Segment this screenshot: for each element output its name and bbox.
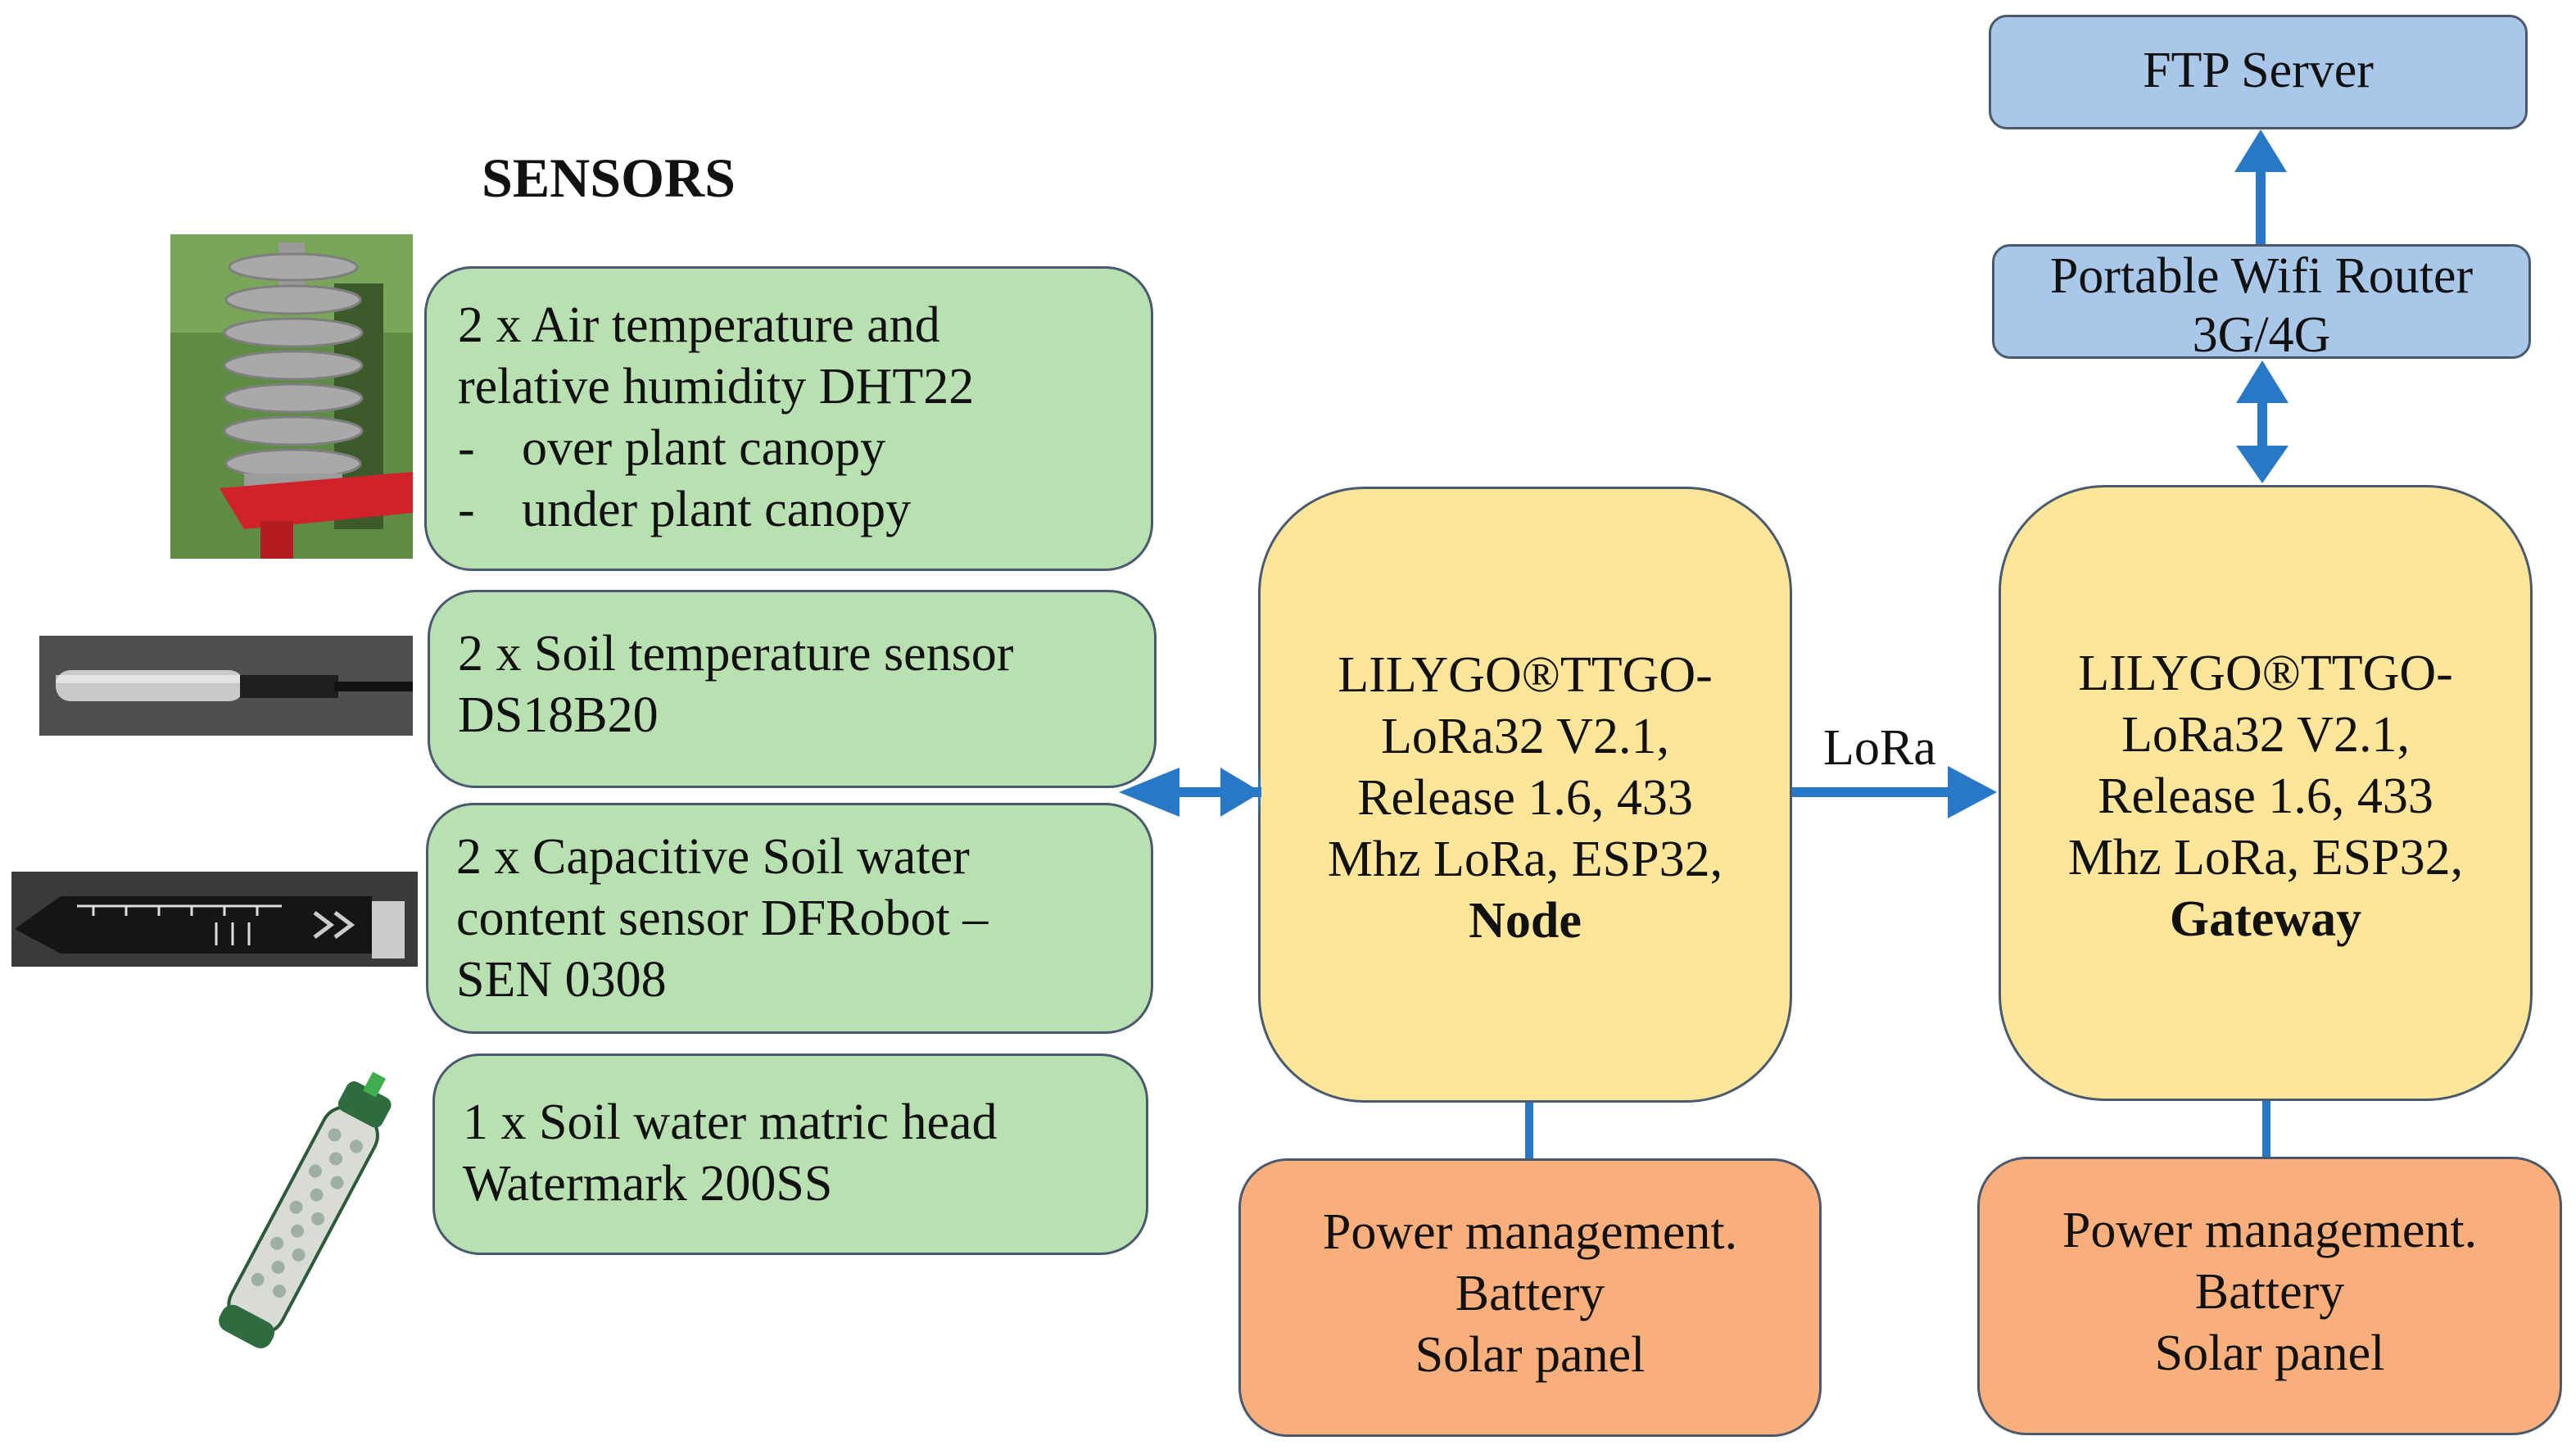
sensors-node-arrow	[1119, 768, 1261, 817]
sensor-box-soil-water-content: 2 x Capacitive Soil water content sensor…	[426, 803, 1153, 1034]
server-label: FTP Server	[2143, 43, 2374, 98]
sensor-line: SEN 0308	[456, 952, 667, 1008]
router-line: 3G/4G	[2192, 307, 2331, 363]
node-line: Release 1.6, 433	[1357, 770, 1693, 826]
power-line: Solar panel	[1415, 1327, 1646, 1383]
node-line: Mhz LoRa, ESP32,	[1327, 831, 1723, 887]
lora-link-label: LoRa	[1823, 720, 1936, 776]
sensors-header: SENSORS	[482, 147, 736, 209]
ftp-server-box: FTP Server	[1989, 15, 2528, 129]
soil-moisture-probe-photo	[11, 872, 418, 967]
sensor-line: content sensor DFRobot –	[456, 890, 989, 946]
power-box-gateway: Power management. Battery Solar panel	[1977, 1157, 2562, 1435]
sensor-line: 2 x Air temperature and	[458, 297, 940, 353]
power-line: Battery	[1455, 1266, 1605, 1321]
router-line: Portable Wifi Router	[2049, 248, 2474, 304]
sensor-line: 2 x Soil temperature sensor	[458, 626, 1014, 682]
temperature-probe-photo	[39, 636, 413, 736]
router-server-arrow	[2234, 129, 2287, 244]
sensor-line: 2 x Capacitive Soil water	[456, 829, 970, 885]
power-line: Power management.	[1322, 1204, 1738, 1260]
radiation-shield-photo	[170, 234, 413, 559]
sensor-line: 1 x Soil water matric head	[463, 1094, 998, 1150]
gateway-line: LoRa32 V2.1,	[2121, 707, 2410, 763]
sensor-bullet: -under plant canopy	[458, 482, 912, 537]
lora-arrow	[1792, 766, 1997, 818]
node-power-connector	[1525, 1103, 1533, 1158]
sensor-line: Watermark 200SS	[463, 1156, 833, 1212]
sensor-line: DS18B20	[458, 687, 659, 743]
gateway-line: LILYGO®TTGO-	[2078, 646, 2453, 701]
sensor-box-air: 2 x Air temperature and relative humidit…	[424, 266, 1153, 571]
sensor-box-soil-temperature: 2 x Soil temperature sensor DS18B20	[428, 590, 1157, 788]
node-role: Node	[1469, 893, 1582, 949]
sensor-box-matric-head: 1 x Soil water matric head Watermark 200…	[432, 1054, 1148, 1255]
watermark-sensor-photo	[182, 1065, 428, 1370]
node-controller-box: LILYGO®TTGO- LoRa32 V2.1, Release 1.6, 4…	[1258, 487, 1792, 1103]
gateway-line: Release 1.6, 433	[2098, 768, 2433, 824]
sensor-bullet: -over plant canopy	[458, 420, 886, 476]
sensor-line: relative humidity DHT22	[458, 359, 975, 415]
gateway-role: Gateway	[2169, 891, 2362, 947]
power-box-node: Power management. Battery Solar panel	[1238, 1158, 1822, 1437]
gateway-power-connector	[2262, 1101, 2270, 1157]
power-line: Power management.	[2062, 1203, 2478, 1258]
gateway-router-arrow	[2236, 360, 2289, 483]
power-line: Solar panel	[2154, 1325, 2385, 1381]
gateway-line: Mhz LoRa, ESP32,	[2067, 830, 2464, 886]
power-line: Battery	[2194, 1264, 2345, 1320]
gateway-controller-box: LILYGO®TTGO- LoRa32 V2.1, Release 1.6, 4…	[1999, 485, 2533, 1101]
node-line: LILYGO®TTGO-	[1338, 647, 1713, 703]
wifi-router-box: Portable Wifi Router 3G/4G	[1992, 244, 2531, 363]
node-line: LoRa32 V2.1,	[1381, 709, 1669, 764]
